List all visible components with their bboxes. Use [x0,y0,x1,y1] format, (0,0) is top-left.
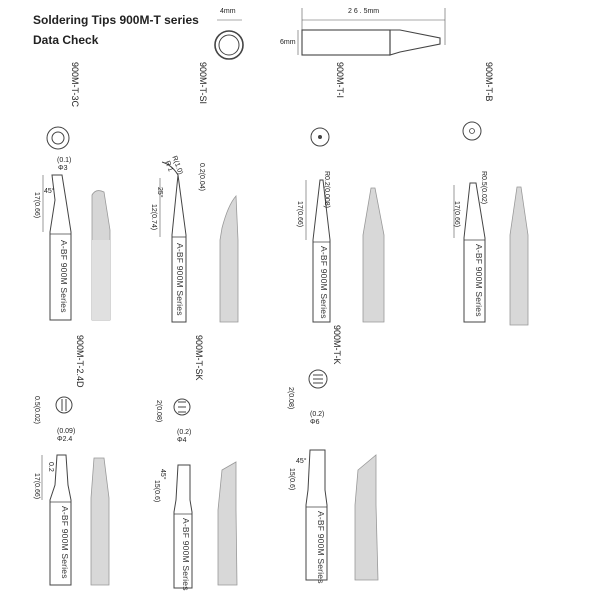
dim-3c-angle: 45° [44,188,55,195]
dim-24d-len: 17(0.66) [33,473,40,500]
dim-24d-d3: 0.2 [47,462,54,472]
tip-name-k: 900M-T-K [332,325,342,365]
dim-length: 2 6 . 5mm [348,8,380,15]
tip-k-drawing [305,369,379,581]
tip-sk-drawing [173,398,238,589]
dim-sk-angle: 45° [159,469,166,480]
dim-3c-d1: (0.1) [57,157,72,164]
tip-24d-drawing [41,396,110,586]
dim-si-angle: 25° [156,187,163,198]
dim-i-len: 17(0.66) [296,201,303,228]
dim-si-len: 12(0.74) [150,204,157,231]
dim-k-angle: 45° [296,458,307,465]
dim-k-d1: (0.2) [310,411,325,418]
dim-k-d0: 2(0.08) [287,387,294,410]
dim-sk-len: 15(0.6) [153,480,160,503]
dim-si-d3: 0.2(0.04) [198,163,205,192]
tip-name-si: 900M-T-SI [198,62,208,105]
series-label-k: A-BF 900M Series [316,511,326,584]
tip-name-b: 900M-T-B [484,62,494,102]
dim-k-len: 15(0.6) [288,468,295,491]
dim-24d-d0: 0.5(0.02) [33,396,40,425]
tip-name-sk: 900M-T-SK [194,335,204,381]
tip-3c-drawing [42,126,111,321]
dim-24d-d2: Φ2.4 [57,436,73,443]
dim-height: 6mm [280,39,296,46]
dim-b-d1: R0.5(0.02) [480,171,487,205]
dim-sk-d0: 2(0.08) [155,400,162,423]
dim-3c-d2: Φ3 [58,165,68,172]
page-title: Soldering Tips 900M-T series [33,13,199,27]
tip-name-3c: 900M-T-3C [70,62,80,108]
dim-i-d1: R0.2(0.008) [323,171,330,208]
dim-k-d2: Φ6 [310,419,320,426]
tip-diameter-ring [214,30,244,60]
series-label-si: A-BF 900M Series [175,243,185,316]
series-label-sk: A-BF 900M Series [181,518,191,591]
dim-b-len: 17(0.66) [453,201,460,228]
dim-sk-d1: (0.2) [177,429,192,436]
dim-sk-d2: Φ4 [177,437,187,444]
series-label-i: A-BF 900M Series [319,246,329,319]
series-label-3c: A-BF 900M Series [59,240,69,313]
dim-3c-len: 17(0.66) [33,192,40,219]
tip-name-24d: 900M-T-2.4D [75,335,85,388]
tip-i-drawing [305,127,385,323]
series-label-b: A-BF 900M Series [474,244,484,317]
tip-si-drawing [159,161,239,323]
tip-side-view [297,8,446,56]
dim-diameter: 4mm [220,8,236,15]
tip-b-drawing [453,121,529,326]
tip-name-i: 900M-T-I [335,62,345,99]
dim-24d-d1: (0.09) [57,428,76,435]
page-subtitle: Data Check [33,33,99,47]
series-label-24d: A-BF 900M Series [60,506,70,579]
